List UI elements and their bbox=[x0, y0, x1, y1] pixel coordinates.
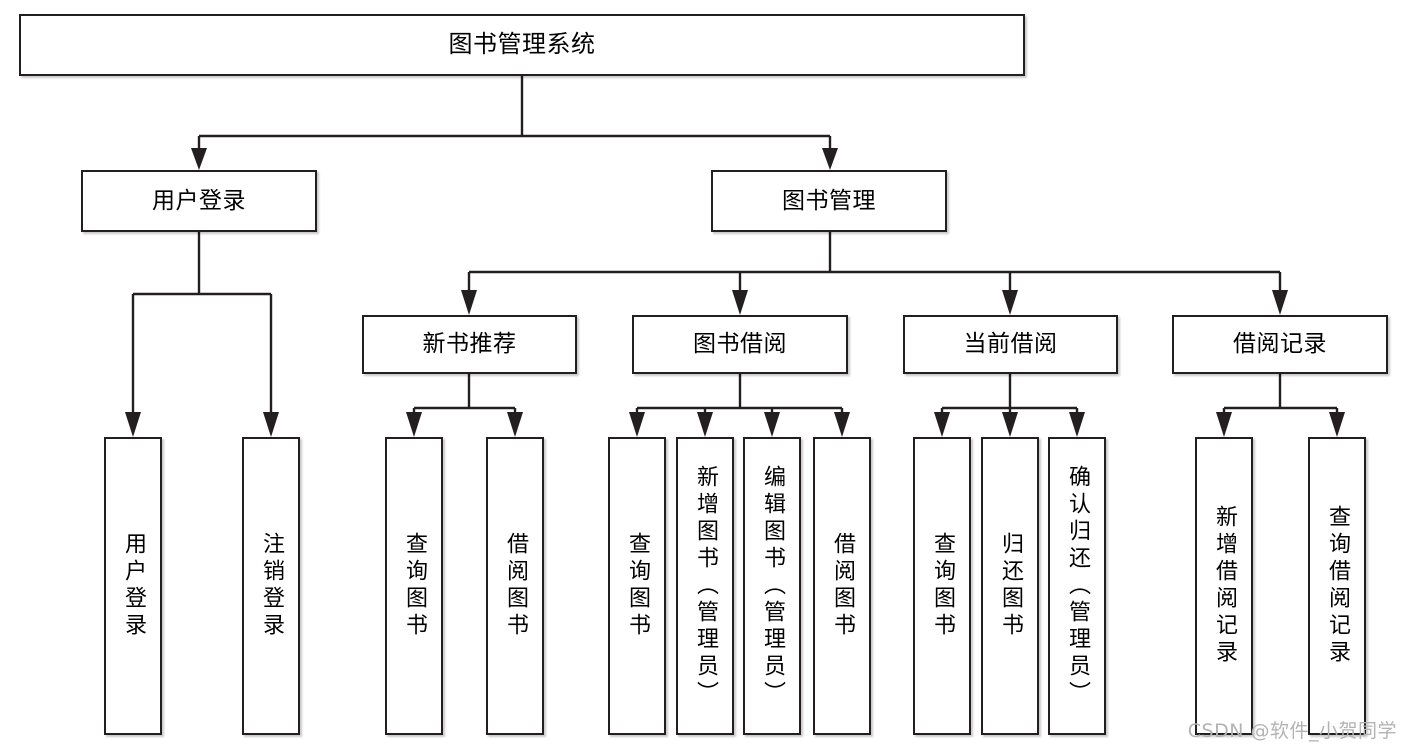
node-new-book-recommend-label: 新书推荐 bbox=[422, 331, 517, 358]
arrowhead-bookborrow bbox=[732, 290, 748, 315]
leaf-confirm-return-admin-label: 确认归还（管理员） bbox=[1065, 464, 1090, 708]
node-user-login[interactable]: 用户登录 bbox=[81, 170, 317, 232]
leaf-query-book-recommend[interactable]: 查询图书 bbox=[385, 437, 443, 735]
node-user-login-label: 用户登录 bbox=[152, 187, 246, 214]
arrowhead-leaf-add-record bbox=[1216, 412, 1232, 437]
leaf-query-book-borrow-label: 查询图书 bbox=[625, 532, 650, 640]
arrowhead-leaf-borrow-book-1 bbox=[507, 412, 523, 437]
leaf-user-login[interactable]: 用户登录 bbox=[104, 437, 162, 735]
leaf-edit-book-admin-label: 编辑图书（管理员） bbox=[760, 464, 785, 708]
node-root-library-system[interactable]: 图书管理系统 bbox=[19, 14, 1025, 76]
node-book-borrow-label: 图书借阅 bbox=[693, 331, 787, 358]
arrowhead-leaf-logout bbox=[263, 412, 279, 437]
leaf-logout-label: 注销登录 bbox=[259, 532, 284, 640]
leaf-user-login-label: 用户登录 bbox=[121, 532, 146, 640]
node-new-book-recommend[interactable]: 新书推荐 bbox=[362, 315, 577, 374]
leaf-query-borrow-record-label: 查询借阅记录 bbox=[1325, 505, 1350, 667]
node-book-borrow[interactable]: 图书借阅 bbox=[632, 315, 848, 374]
node-current-borrow-label: 当前借阅 bbox=[963, 331, 1058, 358]
node-borrow-record[interactable]: 借阅记录 bbox=[1172, 315, 1388, 374]
arrowhead-currentborrow bbox=[1002, 290, 1018, 315]
arrowhead-leaf-query-book-2 bbox=[629, 412, 645, 437]
leaf-query-borrow-record[interactable]: 查询借阅记录 bbox=[1308, 437, 1366, 735]
arrowhead-user-login bbox=[191, 148, 207, 170]
leaf-return-book-label: 归还图书 bbox=[998, 532, 1023, 640]
leaf-add-book-admin[interactable]: 新增图书（管理员） bbox=[676, 437, 734, 735]
arrowhead-leaf-query-book-3 bbox=[934, 412, 950, 437]
leaf-logout[interactable]: 注销登录 bbox=[242, 437, 300, 735]
arrowhead-leaf-return-book bbox=[1002, 412, 1018, 437]
leaf-confirm-return-admin[interactable]: 确认归还（管理员） bbox=[1048, 437, 1106, 735]
node-borrow-record-label: 借阅记录 bbox=[1233, 331, 1327, 358]
csdn-watermark: CSDN @软件_小贺同学 bbox=[1187, 720, 1397, 742]
leaf-borrow-book-recommend[interactable]: 借阅图书 bbox=[486, 437, 544, 735]
arrowhead-leaf-add-book bbox=[697, 412, 713, 437]
arrowhead-leaf-confirm-return bbox=[1069, 412, 1085, 437]
arrowhead-leaf-edit-book bbox=[764, 412, 780, 437]
leaf-borrow-book-label: 借阅图书 bbox=[830, 532, 855, 640]
leaf-return-book[interactable]: 归还图书 bbox=[981, 437, 1039, 735]
arrowhead-leaf-query-book-1 bbox=[406, 412, 422, 437]
leaf-query-book-current[interactable]: 查询图书 bbox=[913, 437, 971, 735]
arrowhead-newbook bbox=[461, 290, 477, 315]
leaf-query-book-current-label: 查询图书 bbox=[930, 532, 955, 640]
arrowhead-leaf-user-login bbox=[125, 412, 141, 437]
node-book-management[interactable]: 图书管理 bbox=[711, 170, 947, 232]
node-root-label: 图书管理系统 bbox=[448, 30, 596, 59]
node-current-borrow[interactable]: 当前借阅 bbox=[903, 315, 1118, 374]
leaf-query-book-borrow[interactable]: 查询图书 bbox=[608, 437, 666, 735]
leaf-add-book-admin-label: 新增图书（管理员） bbox=[693, 464, 718, 708]
arrowhead-leaf-query-record bbox=[1329, 412, 1345, 437]
leaf-borrow-book-recommend-label: 借阅图书 bbox=[503, 532, 528, 640]
leaf-borrow-book[interactable]: 借阅图书 bbox=[813, 437, 871, 735]
leaf-add-borrow-record-label: 新增借阅记录 bbox=[1212, 505, 1237, 667]
arrowhead-borrowrecord bbox=[1272, 290, 1288, 315]
leaf-add-borrow-record[interactable]: 新增借阅记录 bbox=[1195, 437, 1253, 735]
arrowhead-leaf-borrow-book-2 bbox=[834, 412, 850, 437]
leaf-query-book-recommend-label: 查询图书 bbox=[402, 532, 427, 640]
leaf-edit-book-admin[interactable]: 编辑图书（管理员） bbox=[743, 437, 801, 735]
arrowhead-book-manage bbox=[822, 148, 838, 170]
node-book-management-label: 图书管理 bbox=[782, 187, 876, 214]
